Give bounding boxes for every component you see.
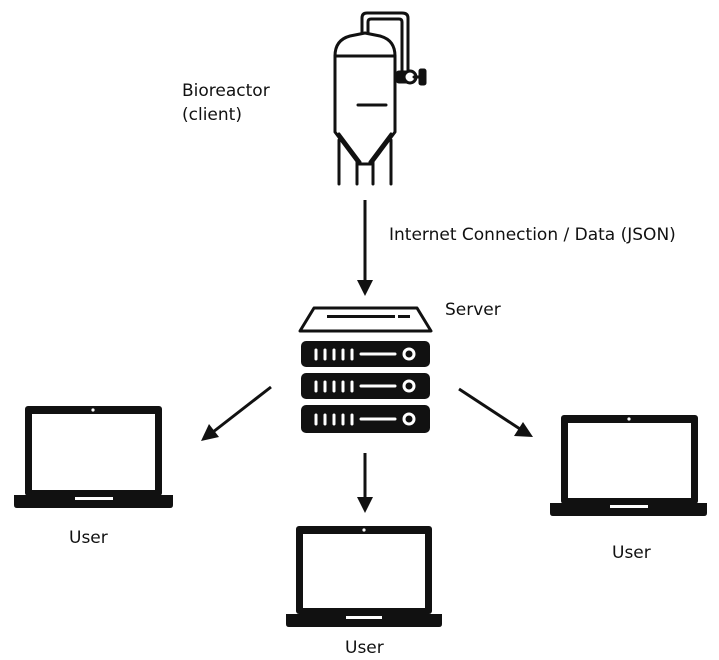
user-label-right: User [612,543,651,563]
edge-server-to-user-right [458,387,521,431]
bioreactor-tank-icon [333,11,427,186]
user-label-bottom: User [345,638,384,658]
server-rack-icon [298,306,433,433]
laptop-icon [14,406,173,508]
bioreactor-label-line1: Bioreactor [182,81,270,101]
laptop-icon [286,526,442,627]
bioreactor-label-line2: (client) [182,105,242,125]
edge-server-to-user-left-head [201,424,219,441]
edge-server-to-user-right-head [514,422,533,437]
server-label: Server [445,300,501,320]
edge-label-connection: Internet Connection / Data (JSON) [389,225,676,245]
bioreactor-label: Bioreactor (client) [182,79,270,127]
user-label-left: User [69,528,108,548]
edge-bioreactor-to-server-head [357,280,373,296]
edge-server-to-user-left [212,385,272,434]
laptop-icon [550,415,707,516]
edge-server-to-user-bottom-head [357,497,373,513]
